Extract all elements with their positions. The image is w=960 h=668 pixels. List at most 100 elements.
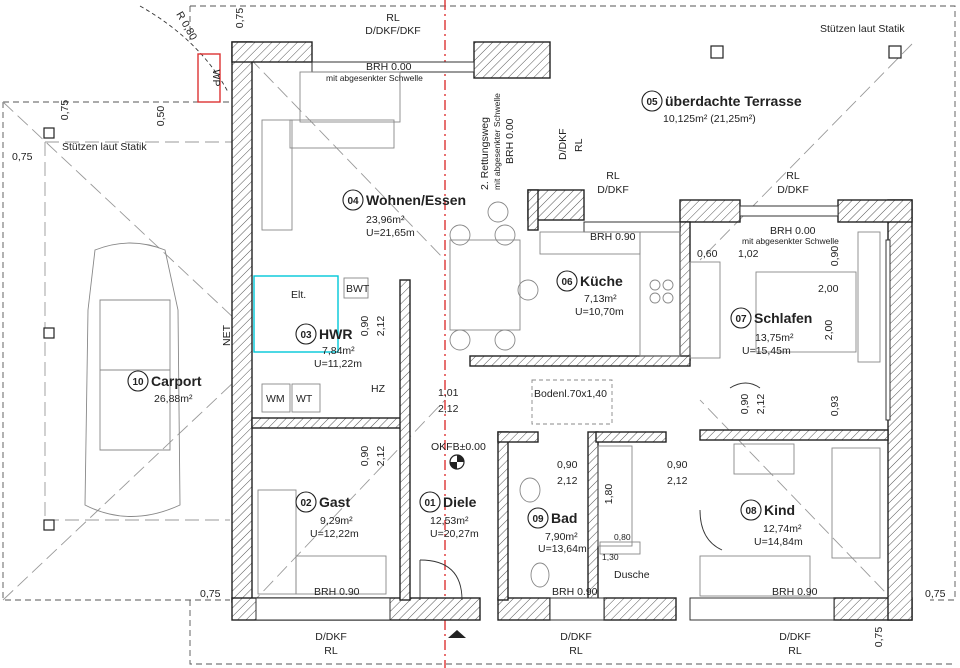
dim-schlafen-200b: 2,00 xyxy=(823,320,835,341)
room-04-number: 04 xyxy=(347,196,359,207)
room-04-perimeter: U=21,65m xyxy=(366,227,415,239)
columns xyxy=(43,45,902,531)
room-07-number: 07 xyxy=(735,314,747,325)
label-okfb: OKFB±0.00 xyxy=(431,441,486,453)
label-schwelle-wohnen: mit abgesenkter Schwelle xyxy=(326,73,423,83)
label-bwt: BWT xyxy=(346,283,370,295)
room-08-area: 12,74m² xyxy=(763,523,802,535)
label-brh-kind: BRH 0.90 xyxy=(772,586,818,598)
label-brh-wohnen: BRH 0.00 xyxy=(366,61,412,73)
room-01-area: 12,53m² xyxy=(430,515,469,527)
label-brh-kueche: BRH 0.90 xyxy=(590,231,636,243)
label-schwelle-schlafen: mit abgesenkter Schwelle xyxy=(742,236,839,246)
room-07-area: 13,75m² xyxy=(755,332,794,344)
label-dusche: Dusche xyxy=(614,569,650,581)
label-rl-top: RL xyxy=(386,12,400,24)
dim-075-bottom-right: 0,75 xyxy=(925,588,946,600)
entrance-arrow xyxy=(448,630,466,638)
room-05-area: 10,125m² (21,25m²) xyxy=(663,113,756,125)
dim-schlafen-060: 0,60 xyxy=(697,248,718,260)
label-rl-kueche: RL xyxy=(606,170,620,182)
room-01-number: 01 xyxy=(424,498,436,509)
room-07-name: Schlafen xyxy=(754,310,812,326)
label-rl-terrasse: RL xyxy=(573,138,585,152)
dim-075-bottom-left: 0,75 xyxy=(200,588,221,600)
dim-schlafen-090: 0,90 xyxy=(829,246,841,267)
room-05-name: überdachte Terrasse xyxy=(665,93,802,109)
label-rl-schlafen: RL xyxy=(786,170,800,182)
dim-diele-101: 1,01 xyxy=(438,387,459,399)
room-03-perimeter: U=11,22m xyxy=(314,358,362,370)
room-10-name: Carport xyxy=(151,373,202,389)
dim-050-left: 0,50 xyxy=(155,106,167,127)
dim-075-right: 0,75 xyxy=(873,627,885,648)
room-03-number: 03 xyxy=(300,330,312,341)
dim-kind-door-090: 0,90 xyxy=(739,394,751,415)
label-brh-gast: BRH 0.90 xyxy=(314,586,360,598)
dim-diele-212: 2,12 xyxy=(438,403,459,415)
room-08-number: 08 xyxy=(745,506,757,517)
dimensions: 0,75 0,75 0,50 0,75 0,75 0,75 0,75 0,90 … xyxy=(12,8,946,648)
dim-gast-212: 2,12 xyxy=(375,446,387,467)
label-brh-bad: BRH 0.90 xyxy=(552,586,598,598)
label-rl-bottom-2: RL xyxy=(569,645,583,657)
room-09-number: 09 xyxy=(532,514,544,525)
furniture xyxy=(84,53,881,597)
room-06-area: 7,13m² xyxy=(584,293,617,305)
room-02-name: Gast xyxy=(319,494,350,510)
room-03-area: 7,84m² xyxy=(322,345,355,357)
dim-hwr-090: 0,90 xyxy=(359,316,371,337)
room-02-perimeter: U=12,22m xyxy=(310,528,359,540)
dim-bad-212: 2,12 xyxy=(557,475,578,487)
dim-schlafen-200a: 2,00 xyxy=(818,283,839,295)
room-01-perimeter: U=20,27m xyxy=(430,528,479,540)
label-net: NET xyxy=(221,324,233,346)
label-rettungsweg-schwelle: mit abgesenkter Schwelle xyxy=(492,93,502,190)
label-d-dkf-kueche: D/DKF xyxy=(597,184,629,196)
label-d-dkf-schlafen: D/DKF xyxy=(777,184,809,196)
dim-075-left: 0,75 xyxy=(59,100,71,121)
label-d-dkf-bottom-2: D/DKF xyxy=(560,631,592,643)
label-brh-schlafen: BRH 0.00 xyxy=(770,225,816,237)
dim-bad-130: 1,30 xyxy=(602,552,619,562)
dim-075-carport: 0,75 xyxy=(12,151,33,163)
room-01-name: Diele xyxy=(443,494,477,510)
doors xyxy=(419,382,761,601)
dim-hwr-212: 2,12 xyxy=(375,316,387,337)
room-06-perimeter: U=10,70m xyxy=(575,306,624,318)
label-stuetzen-carport: Stützen laut Statik xyxy=(62,141,147,153)
room-04-area: 23,96m² xyxy=(366,214,405,226)
room-10-area: 26,88m² xyxy=(154,393,193,405)
dim-kind-212: 2,12 xyxy=(667,475,688,487)
dim-bad-180: 1,80 xyxy=(603,484,615,505)
dim-075-top: 0,75 xyxy=(234,8,246,29)
label-rl-bottom-3: RL xyxy=(788,645,802,657)
room-07-perimeter: U=15,45m xyxy=(742,345,791,357)
dim-schlafen-102: 1,02 xyxy=(738,248,759,260)
label-d-dkf-dkf-top: D/DKF/DKF xyxy=(365,25,420,37)
walls xyxy=(231,41,913,621)
label-rettungsweg-brh: BRH 0.00 xyxy=(504,118,516,164)
rettungsweg-group: 2. Rettungsweg mit abgesenkter Schwelle … xyxy=(479,93,516,190)
room-02-area: 9,29m² xyxy=(320,515,353,527)
label-d-dkf-terrasse: D/DKF xyxy=(557,129,569,161)
room-03-name: HWR xyxy=(319,326,352,342)
label-d-dkf-bottom-3: D/DKF xyxy=(779,631,811,643)
label-d-dkf-bottom-1: D/DKF xyxy=(315,631,347,643)
okfb-marker xyxy=(449,454,465,470)
dim-bad-090: 0,90 xyxy=(557,459,578,471)
label-wt: WT xyxy=(296,393,313,405)
room-09-name: Bad xyxy=(551,510,577,526)
room-10-number: 10 xyxy=(132,377,144,388)
label-elt: Elt. xyxy=(291,289,306,301)
room-04-name: Wohnen/Essen xyxy=(366,192,466,208)
room-09-perimeter: U=13,64m xyxy=(538,543,587,555)
room-05-number: 05 xyxy=(646,97,658,108)
dim-kind-door-212: 2,12 xyxy=(755,394,767,415)
label-bodenluke: Bodenl.70x1,40 xyxy=(534,388,607,400)
hwr-highlight xyxy=(253,275,339,353)
label-rl-bottom-1: RL xyxy=(324,645,338,657)
terrasse-wall-group: D/DKF RL xyxy=(557,129,585,161)
